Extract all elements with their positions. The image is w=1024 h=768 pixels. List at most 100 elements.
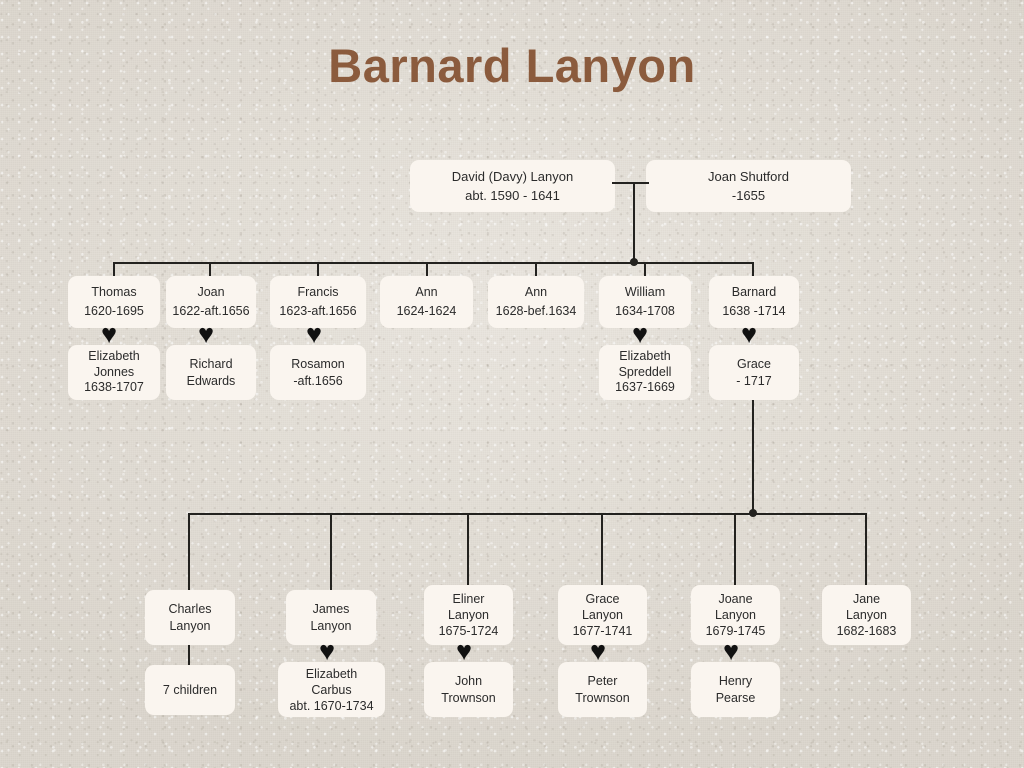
node-7-children[interactable]: 7 children [145, 665, 235, 715]
node-joane-lanyon[interactable]: Joane Lanyon 1679-1745 [691, 585, 780, 645]
spouse-line-1: Elizabeth [305, 666, 358, 681]
node-ann-1628[interactable]: Ann 1628-bef.1634 [488, 276, 584, 328]
node-grace-lanyon[interactable]: Grace Lanyon 1677-1741 [558, 585, 647, 645]
node-richard-edwards[interactable]: Richard Edwards [166, 345, 256, 400]
spouse-line-2: Trownson [575, 690, 630, 705]
node-dates: 1624-1624 [396, 304, 457, 318]
drop-line-gen3-1 [188, 513, 190, 590]
node-henry-pearse[interactable]: Henry Pearse [691, 662, 780, 717]
heart-icon: ♥ [723, 636, 740, 666]
node-elizabeth-jonnes[interactable]: Elizabeth Jonnes 1638-1707 [68, 345, 160, 400]
node-line-1: 7 children [162, 682, 218, 697]
drop-line-gen3-3 [467, 513, 469, 585]
node-line-1: James [312, 601, 350, 616]
spouse-line-2: Pearse [715, 690, 756, 705]
spouse-line-1: Peter [587, 673, 618, 688]
node-dates: -1655 [731, 188, 766, 203]
spouse-line-1: Rosamon [291, 356, 345, 371]
node-elizabeth-spreddell[interactable]: Elizabeth Spreddell 1637-1669 [599, 345, 691, 400]
heart-icon: ♥ [456, 636, 473, 666]
node-john-trownson[interactable]: John Trownson [424, 662, 513, 717]
sibling-bus-gen2 [113, 262, 754, 264]
node-line-1: Joane [718, 591, 753, 606]
marriage-connector-gen1 [612, 182, 649, 184]
node-line-1: Jane [852, 591, 881, 606]
node-david-davy-lanyon[interactable]: David (Davy) Lanyon abt. 1590 - 1641 [410, 160, 615, 212]
node-jane-lanyon[interactable]: Jane Lanyon 1682-1683 [822, 585, 911, 645]
node-name: Joan [197, 285, 225, 300]
spouse-line-1: Elizabeth [88, 349, 140, 364]
drop-line-gen2-4 [426, 262, 428, 276]
drop-line-gen2-1 [113, 262, 115, 276]
node-line-2: Lanyon [581, 607, 623, 622]
drop-line-gen2-2 [209, 262, 211, 276]
node-dates: 1622-aft.1656 [172, 304, 250, 318]
node-barnard[interactable]: Barnard 1638 -1714 [709, 276, 799, 328]
node-name: Barnard [731, 285, 777, 300]
node-name: Thomas [91, 285, 137, 300]
node-name: Joan Shutford [708, 168, 789, 184]
spouse-line-1: Richard [189, 357, 233, 372]
node-dates: 1628-bef.1634 [495, 304, 577, 318]
spouse-line-3: 1637-1669 [615, 380, 675, 395]
node-name: Ann [415, 285, 438, 300]
heart-icon: ♥ [101, 319, 118, 349]
drop-line-gen2-6 [644, 262, 646, 276]
node-james-lanyon[interactable]: James Lanyon [286, 590, 376, 645]
node-eliner-lanyon[interactable]: Eliner Lanyon 1675-1724 [424, 585, 513, 645]
node-line-1: Eliner [452, 591, 485, 606]
node-line-2: Lanyon [845, 607, 887, 622]
sibling-bus-gen3 [188, 513, 867, 515]
child-link-line-charles [188, 645, 190, 665]
drop-line-gen3-4 [601, 513, 603, 585]
drop-line-gen3-2 [330, 513, 332, 590]
node-joan[interactable]: Joan 1622-aft.1656 [166, 276, 256, 328]
spouse-line-2: Edwards [186, 373, 236, 388]
node-line-2: Lanyon [169, 618, 211, 633]
node-name: David (Davy) Lanyon [451, 168, 574, 184]
heart-icon: ♥ [741, 319, 758, 349]
node-name: Ann [524, 285, 548, 300]
spouse-line-1: Grace [736, 356, 772, 371]
node-elizabeth-carbus[interactable]: Elizabeth Carbus abt. 1670-1734 [278, 662, 385, 717]
node-thomas[interactable]: Thomas 1620-1695 [68, 276, 160, 328]
page-title: Barnard Lanyon [328, 39, 696, 92]
node-line-3: 1679-1745 [705, 624, 766, 639]
node-william[interactable]: William 1634-1708 [599, 276, 691, 328]
node-rosamon[interactable]: Rosamon -aft.1656 [270, 345, 366, 400]
node-line-3: 1682-1683 [836, 624, 897, 639]
heart-icon: ♥ [319, 636, 336, 666]
drop-line-gen2-3 [317, 262, 319, 276]
node-charles-lanyon[interactable]: Charles Lanyon [145, 590, 235, 645]
drop-line-gen3-6 [865, 513, 867, 585]
descent-line-gen2-barnard [752, 400, 754, 514]
spouse-line-1: John [454, 673, 483, 688]
node-dates: 1638 -1714 [722, 304, 786, 318]
drop-line-gen2-7 [752, 262, 754, 276]
drop-line-gen3-5 [734, 513, 736, 585]
node-line-1: Charles [168, 601, 212, 616]
spouse-line-2: Carbus [311, 682, 352, 697]
heart-icon: ♥ [306, 319, 323, 349]
node-dates: 1623-aft.1656 [279, 304, 357, 318]
heart-icon: ♥ [590, 636, 607, 666]
node-line-3: 1675-1724 [438, 624, 499, 639]
spouse-line-2: Jonnes [93, 364, 135, 379]
spouse-line-2: Spreddell [618, 364, 672, 379]
node-ann-1624[interactable]: Ann 1624-1624 [380, 276, 473, 328]
node-name: Francis [297, 285, 339, 300]
node-name: William [624, 285, 666, 300]
node-dates: abt. 1590 - 1641 [465, 188, 560, 203]
node-dates: 1634-1708 [615, 304, 675, 318]
spouse-line-3: abt. 1670-1734 [289, 698, 374, 713]
node-joan-shutford[interactable]: Joan Shutford -1655 [646, 160, 851, 212]
node-peter-trownson[interactable]: Peter Trownson [558, 662, 647, 717]
node-dates: 1620-1695 [84, 304, 144, 318]
spouse-line-1: Elizabeth [619, 349, 671, 364]
spouse-line-2: - 1717 [736, 373, 772, 388]
spouse-line-3: 1638-1707 [84, 380, 144, 395]
node-francis[interactable]: Francis 1623-aft.1656 [270, 276, 366, 328]
spouse-line-2: Trownson [441, 690, 496, 705]
node-line-2: Lanyon [447, 607, 489, 622]
node-grace-spouse[interactable]: Grace - 1717 [709, 345, 799, 400]
